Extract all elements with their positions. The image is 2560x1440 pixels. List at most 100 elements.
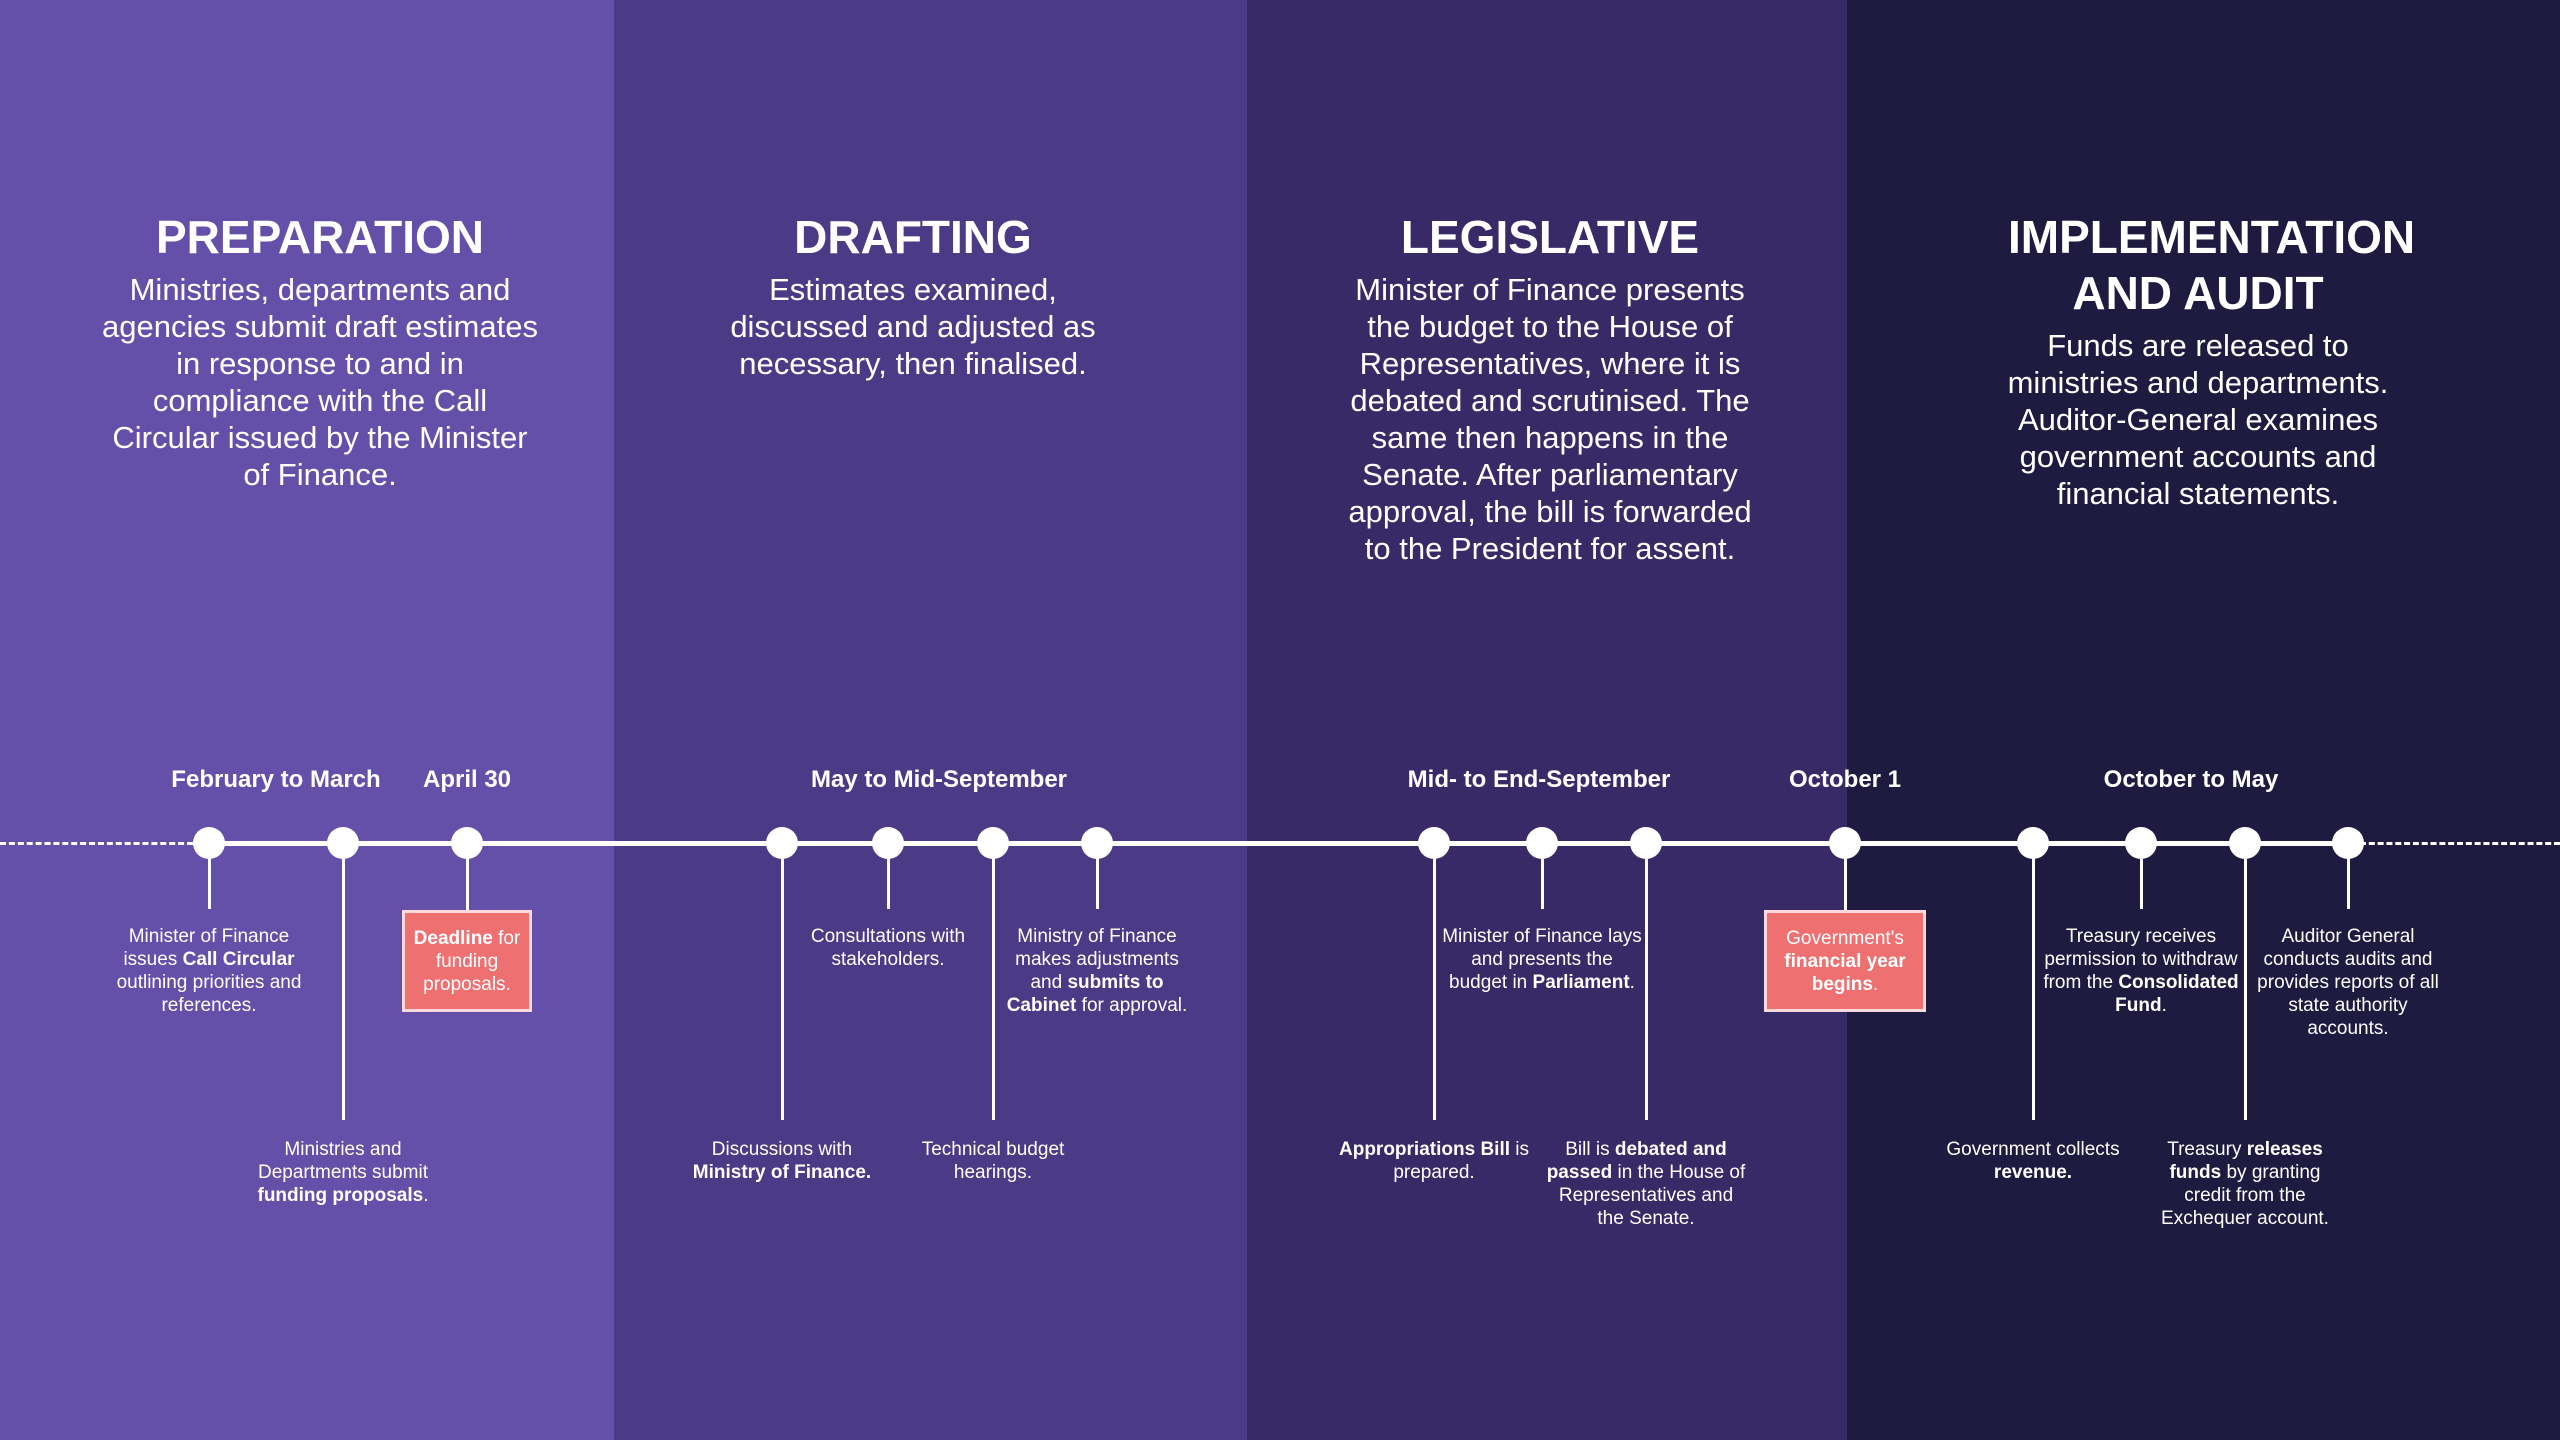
- event-text-segment: for funding proposals.: [423, 928, 521, 995]
- timeline-marker: [1418, 827, 1450, 859]
- event-text-segment: releases funds: [2169, 1139, 2323, 1183]
- event-text-segment: Appropriations Bill: [1339, 1139, 1510, 1160]
- event-text-segment: for approval.: [1076, 995, 1188, 1016]
- timeline-marker: [2229, 827, 2261, 859]
- event-connector: [781, 845, 784, 1120]
- event-text-segment: Ministry of Finance.: [692, 1162, 872, 1183]
- timeline-marker: [327, 827, 359, 859]
- event-text-segment: .: [1629, 972, 1635, 993]
- event-description: Appropriations Bill is prepared.: [1334, 1138, 1534, 1184]
- phase-preparation: PREPARATION Ministries, departments and …: [100, 209, 540, 493]
- event-text-segment: Minister of Finance lays and presents th…: [1442, 926, 1642, 993]
- event-text-segment: Consultations with stakeholders.: [810, 926, 966, 970]
- event-text-segment: Government collects: [1946, 1139, 2120, 1160]
- highlight-event-box: Deadline for funding proposals.: [402, 910, 532, 1012]
- timeline-marker: [193, 827, 225, 859]
- event-text-segment: .: [2161, 995, 2167, 1016]
- date-label: Mid- to End-September: [1407, 766, 1671, 793]
- event-text-segment: revenue.: [1993, 1162, 2073, 1183]
- event-text-segment: .: [423, 1185, 429, 1206]
- event-text-segment: Minister of Finance issues: [123, 926, 290, 970]
- event-connector: [2140, 845, 2143, 909]
- timeline-line: [193, 841, 2348, 846]
- phase-title: DRAFTING: [794, 211, 1032, 263]
- date-label: October 1: [1788, 766, 1902, 793]
- event-text-segment: Discussions with: [711, 1139, 853, 1160]
- event-connector: [992, 845, 995, 1120]
- timeline-marker: [451, 827, 483, 859]
- highlight-event-box: Government's financial year begins.: [1764, 910, 1926, 1012]
- phase-column-implementation: [1847, 0, 2560, 1440]
- event-connector: [2347, 845, 2350, 909]
- event-text-segment: submits to Cabinet: [1006, 972, 1164, 1016]
- phase-column-legislative: [1247, 0, 1847, 1440]
- event-text-segment: Auditor General conducts audits and prov…: [2257, 926, 2439, 1039]
- event-description: Minister of Finance issues Call Circular…: [109, 925, 309, 1017]
- event-connector: [466, 845, 469, 911]
- event-description: Treasury releases funds by granting cred…: [2145, 1138, 2345, 1230]
- event-text-segment: funding proposals: [257, 1185, 424, 1206]
- event-text-segment: Consolidated Fund: [2115, 972, 2239, 1016]
- event-connector: [2244, 845, 2247, 1120]
- phase-title: PREPARATION: [156, 211, 484, 263]
- phase-legislative: LEGISLATIVE Minister of Finance presents…: [1340, 209, 1760, 567]
- event-text-segment: Bill is: [1565, 1139, 1615, 1160]
- event-text-segment: outlining priorities and references.: [116, 972, 302, 1016]
- phase-implementation: IMPLEMENTATION AND AUDIT Funds are relea…: [1958, 209, 2438, 512]
- event-connector: [1645, 845, 1648, 1120]
- event-connector: [1433, 845, 1436, 1120]
- event-connector: [342, 845, 345, 1120]
- timeline-dashed-end: [2360, 842, 2560, 845]
- phase-title: IMPLEMENTATION AND AUDIT: [2008, 211, 2416, 319]
- phase-description: Minister of Finance presents the budget …: [1348, 272, 1752, 566]
- timeline-marker: [1829, 827, 1861, 859]
- event-text-segment: Treasury: [2167, 1139, 2247, 1160]
- timeline-marker: [2125, 827, 2157, 859]
- date-label: October to May: [2103, 766, 2279, 793]
- event-description: Ministries and Departments submit fundin…: [243, 1138, 443, 1207]
- event-text-segment: Treasury receives permission to withdraw…: [2043, 926, 2238, 993]
- event-description: Treasury receives permission to withdraw…: [2041, 925, 2241, 1017]
- event-connector: [887, 845, 890, 909]
- date-label: April 30: [422, 766, 512, 793]
- event-text-segment: Technical budget hearings.: [921, 1139, 1065, 1183]
- event-text-segment: is prepared.: [1393, 1139, 1529, 1183]
- date-label: February to March: [171, 766, 381, 793]
- event-text-segment: financial year begins: [1784, 951, 1906, 995]
- event-connector: [1096, 845, 1099, 909]
- timeline-marker: [977, 827, 1009, 859]
- event-text-segment: Ministries and Departments submit: [257, 1139, 428, 1183]
- timeline-marker: [2017, 827, 2049, 859]
- event-text-segment: Ministry of Finance makes adjustments an…: [1015, 926, 1179, 993]
- event-text-segment: by granting credit from the Exchequer ac…: [2161, 1162, 2329, 1229]
- event-connector: [1541, 845, 1544, 909]
- event-text-segment: Government's: [1786, 928, 1904, 949]
- event-description: Ministry of Finance makes adjustments an…: [997, 925, 1197, 1017]
- phase-description: Estimates examined, discussed and adjust…: [730, 272, 1096, 381]
- event-connector: [2032, 845, 2035, 1120]
- timeline-dashed-start: [0, 842, 193, 845]
- timeline-marker: [2332, 827, 2364, 859]
- event-description: Discussions with Ministry of Finance.: [682, 1138, 882, 1184]
- event-text-segment: .: [1872, 974, 1879, 995]
- event-description: Auditor General conducts audits and prov…: [2248, 925, 2448, 1040]
- event-description: Bill is debated and passed in the House …: [1546, 1138, 1746, 1230]
- timeline-marker: [872, 827, 904, 859]
- event-description: Government collects revenue.: [1933, 1138, 2133, 1184]
- phase-drafting: DRAFTING Estimates examined, discussed a…: [713, 209, 1113, 382]
- event-text-segment: Parliament: [1532, 972, 1630, 993]
- timeline-marker: [1526, 827, 1558, 859]
- event-text-segment: Call Circular: [182, 949, 295, 970]
- event-description: Consultations with stakeholders.: [788, 925, 988, 971]
- phase-title: LEGISLATIVE: [1400, 211, 1700, 263]
- phase-column-drafting: [614, 0, 1247, 1440]
- event-connector: [1844, 845, 1847, 911]
- timeline-marker: [766, 827, 798, 859]
- timeline-marker: [1081, 827, 1113, 859]
- event-description: Minister of Finance lays and presents th…: [1442, 925, 1642, 994]
- event-text-segment: debated and passed: [1546, 1139, 1727, 1183]
- phase-description: Funds are released to ministries and dep…: [2007, 328, 2389, 511]
- event-text-segment: in the House of Representatives and the …: [1558, 1162, 1746, 1229]
- phase-description: Ministries, departments and agencies sub…: [102, 272, 538, 492]
- date-label: May to Mid-September: [810, 766, 1068, 793]
